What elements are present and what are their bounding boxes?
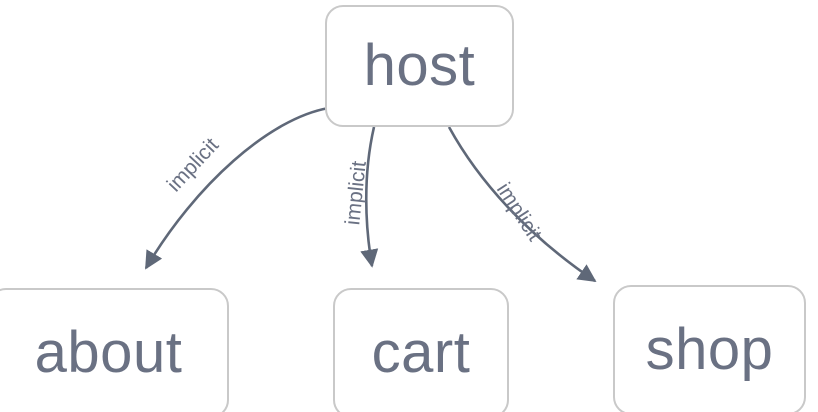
node-host[interactable]: host — [325, 5, 514, 127]
edge-label-host-about: implicit — [162, 133, 224, 197]
edge-label-host-cart: implicit — [341, 159, 371, 227]
node-shop[interactable]: shop — [613, 285, 806, 412]
edge-label-host-shop: implicit — [491, 178, 547, 246]
node-about-label: about — [34, 320, 183, 385]
node-shop-label: shop — [645, 317, 774, 382]
node-cart[interactable]: cart — [333, 288, 509, 412]
node-about[interactable]: about — [0, 288, 229, 412]
node-host-label: host — [363, 33, 476, 98]
edge-host-cart — [360, 126, 379, 268]
node-cart-label: cart — [371, 320, 471, 385]
